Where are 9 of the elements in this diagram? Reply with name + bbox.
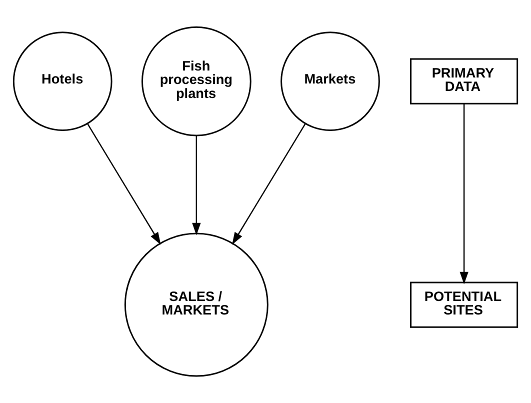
node-box: PRIMARY DATA <box>410 58 518 104</box>
node-circle: Fish processing plants <box>141 26 252 136</box>
arrow <box>232 123 306 245</box>
arrow <box>460 104 468 284</box>
node-circle: Markets <box>280 32 380 131</box>
arrow <box>86 123 161 245</box>
node-circle: Hotels <box>12 32 112 131</box>
node-box: POTENTIAL SITES <box>410 282 518 328</box>
arrow <box>192 136 201 236</box>
